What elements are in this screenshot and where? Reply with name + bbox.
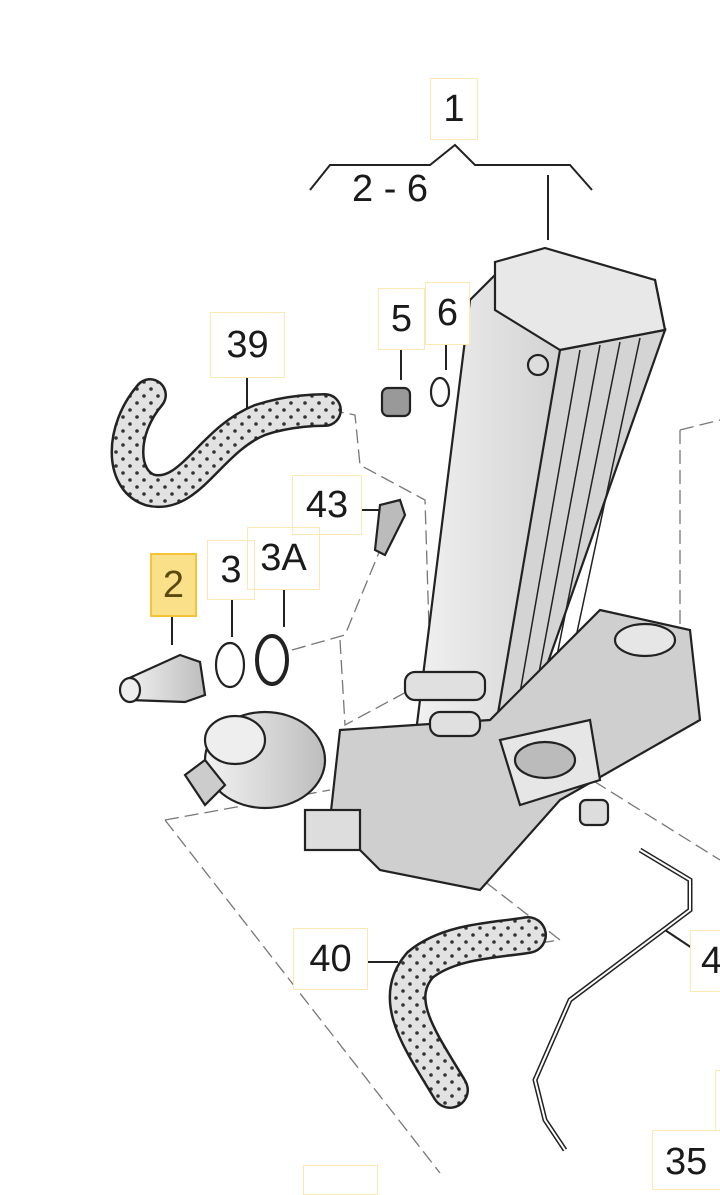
callout-number: 5 (390, 297, 413, 340)
callout-39[interactable]: 39 (210, 312, 285, 378)
oil-cooler (408, 246, 667, 782)
callout-number: 39 (226, 323, 269, 366)
callout-partial-bottom (303, 1165, 378, 1195)
callout-number: 6 (436, 292, 459, 334)
callout-40[interactable]: 40 (293, 928, 368, 990)
callout-number: 4 (701, 939, 720, 982)
callout-number: 35 (665, 1141, 708, 1183)
callout-number: 1 (443, 87, 465, 130)
callout-number: 2 (162, 563, 185, 606)
group-brace (309, 143, 593, 191)
group-range-label: 2 - 6 (352, 168, 429, 210)
callout-partial-right (715, 1070, 720, 1135)
callout-5[interactable]: 5 (378, 288, 425, 350)
callout-2-highlighted[interactable]: 2 (150, 553, 197, 617)
callout-3a[interactable]: 3A (247, 527, 320, 590)
callout-number: 43 (305, 483, 349, 526)
callout-43[interactable]: 43 (292, 475, 362, 535)
callout-4[interactable]: 4 (690, 930, 720, 992)
callout-6[interactable]: 6 (425, 282, 470, 345)
screw-43 (373, 498, 407, 557)
filter-cap (183, 710, 327, 810)
callout-1[interactable]: 1 (430, 78, 478, 140)
bolt-5 (380, 386, 412, 418)
callout-35[interactable]: 35 (652, 1130, 720, 1190)
callout-number: 40 (309, 937, 352, 980)
callout-number: 3A (260, 537, 307, 579)
filter-housing (303, 608, 702, 892)
callout-number: 3 (220, 548, 242, 591)
